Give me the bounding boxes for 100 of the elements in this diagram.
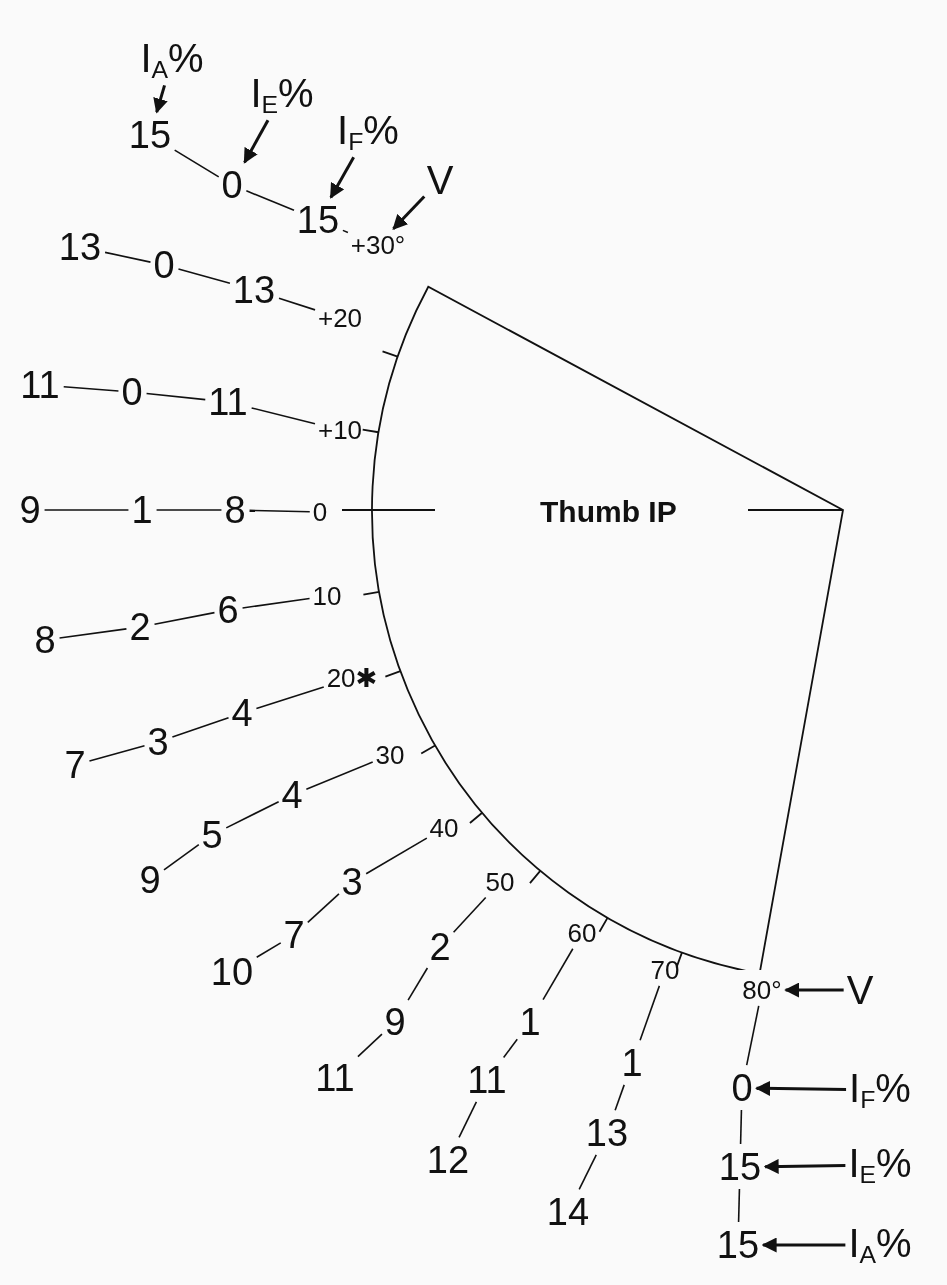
connector-line [241,597,311,609]
angle-label: +20 [316,304,364,332]
scale-value: 13 [584,1113,630,1153]
connector-line [255,686,325,710]
series-label: I$_{F}$% [336,108,400,156]
connector-line [639,985,661,1041]
scale-value: 15 [717,1147,763,1187]
series-label: I$_{E}$% [249,71,315,119]
arrow [755,1080,847,1096]
arrow [392,195,426,230]
scale-value: 0 [120,372,144,412]
scale-value: 11 [207,382,249,422]
scale-value: 12 [425,1140,471,1180]
scale-value: 4 [230,693,254,733]
scale-value: 2 [128,607,152,647]
scale-value: 8 [223,490,247,530]
connector-line [145,392,207,401]
connector-line [153,611,216,625]
scale-value: 15 [295,200,341,240]
scale-value: 2 [428,927,452,967]
connector-line [745,1005,760,1066]
scale-value: 9 [383,1002,407,1042]
angle-label: +10 [316,416,364,444]
arrow [784,982,844,998]
angle-label: 30 [374,741,406,769]
scale-value: 15 [715,1225,761,1265]
scale-value: 0 [730,1068,754,1108]
scale-value: 9 [18,490,42,530]
series-label: I$_{A}$% [847,1221,913,1269]
connector-line [245,190,295,212]
angle-label: 20✱ [325,664,379,692]
scale-value: 15 [127,115,173,155]
connector-line [173,149,220,178]
connector-line [43,509,130,511]
connector-line [62,386,120,392]
arrow [153,85,168,114]
scale-value: 14 [545,1192,591,1232]
scale-value: 7 [282,915,306,955]
connector-line [365,837,428,875]
connector-line [614,1084,625,1111]
scale-value: 1 [620,1043,644,1083]
connector-line [306,893,340,924]
arrow [763,1158,846,1174]
angle-label: 80° [741,976,783,1004]
angle-label: 0 [311,498,329,526]
scale-value: 11 [314,1058,356,1098]
angle-label: +30° [349,231,407,259]
scale-value: 4 [280,775,304,815]
scale-value: 13 [57,227,103,267]
connector-line [542,947,574,1001]
scale-value: 0 [152,245,176,285]
series-label: I$_{F}$% [848,1066,912,1114]
connector-line [305,761,374,790]
connector-line [407,967,429,1001]
connector-line [739,1109,743,1145]
angle-label: 60 [566,919,598,947]
scale-value: 1 [518,1002,542,1042]
scale-value: 11 [466,1060,508,1100]
connector-line [458,1101,478,1139]
series-label: I$_{E}$% [847,1141,913,1189]
angle-label: 70 [649,956,681,984]
scale-value: 10 [209,952,255,992]
connector-line [737,1188,741,1223]
connector-line [248,509,311,513]
scale-value: 3 [340,862,364,902]
series-label: V [845,969,875,1011]
connector-line [255,942,282,959]
scale-value: 7 [63,745,87,785]
arrow [761,1237,846,1253]
connector-line [502,1038,519,1059]
angle-label: 50 [484,868,516,896]
connector-line [177,268,231,285]
scale-value: 8 [33,620,57,660]
series-label: I$_{A}$% [139,36,205,84]
angle-label: 40 [428,814,460,842]
sector-label: Thumb IP [540,495,677,529]
connector-line [452,896,487,934]
connector-line [342,229,349,234]
scale-value: 1 [130,490,154,530]
scale-value: 5 [200,815,224,855]
scale-value: 13 [231,270,277,310]
connector-line [88,744,146,762]
arrow [329,156,355,199]
scale-value: 9 [138,860,162,900]
connector-line [278,297,316,311]
connector-line [155,509,223,511]
connector-line [225,800,280,829]
connector-line [357,1033,383,1058]
connector-line [171,716,230,738]
angle-label: 10 [311,582,343,610]
connector-line [58,628,128,639]
scale-value: 3 [146,722,170,762]
connector-line [250,407,316,425]
scale-value: 11 [19,365,61,405]
series-label: V [425,159,455,201]
connector-line [163,843,200,871]
arrow [243,119,270,164]
scale-value: 0 [220,165,244,205]
connector-line [578,1154,598,1191]
connector-line [104,251,152,263]
